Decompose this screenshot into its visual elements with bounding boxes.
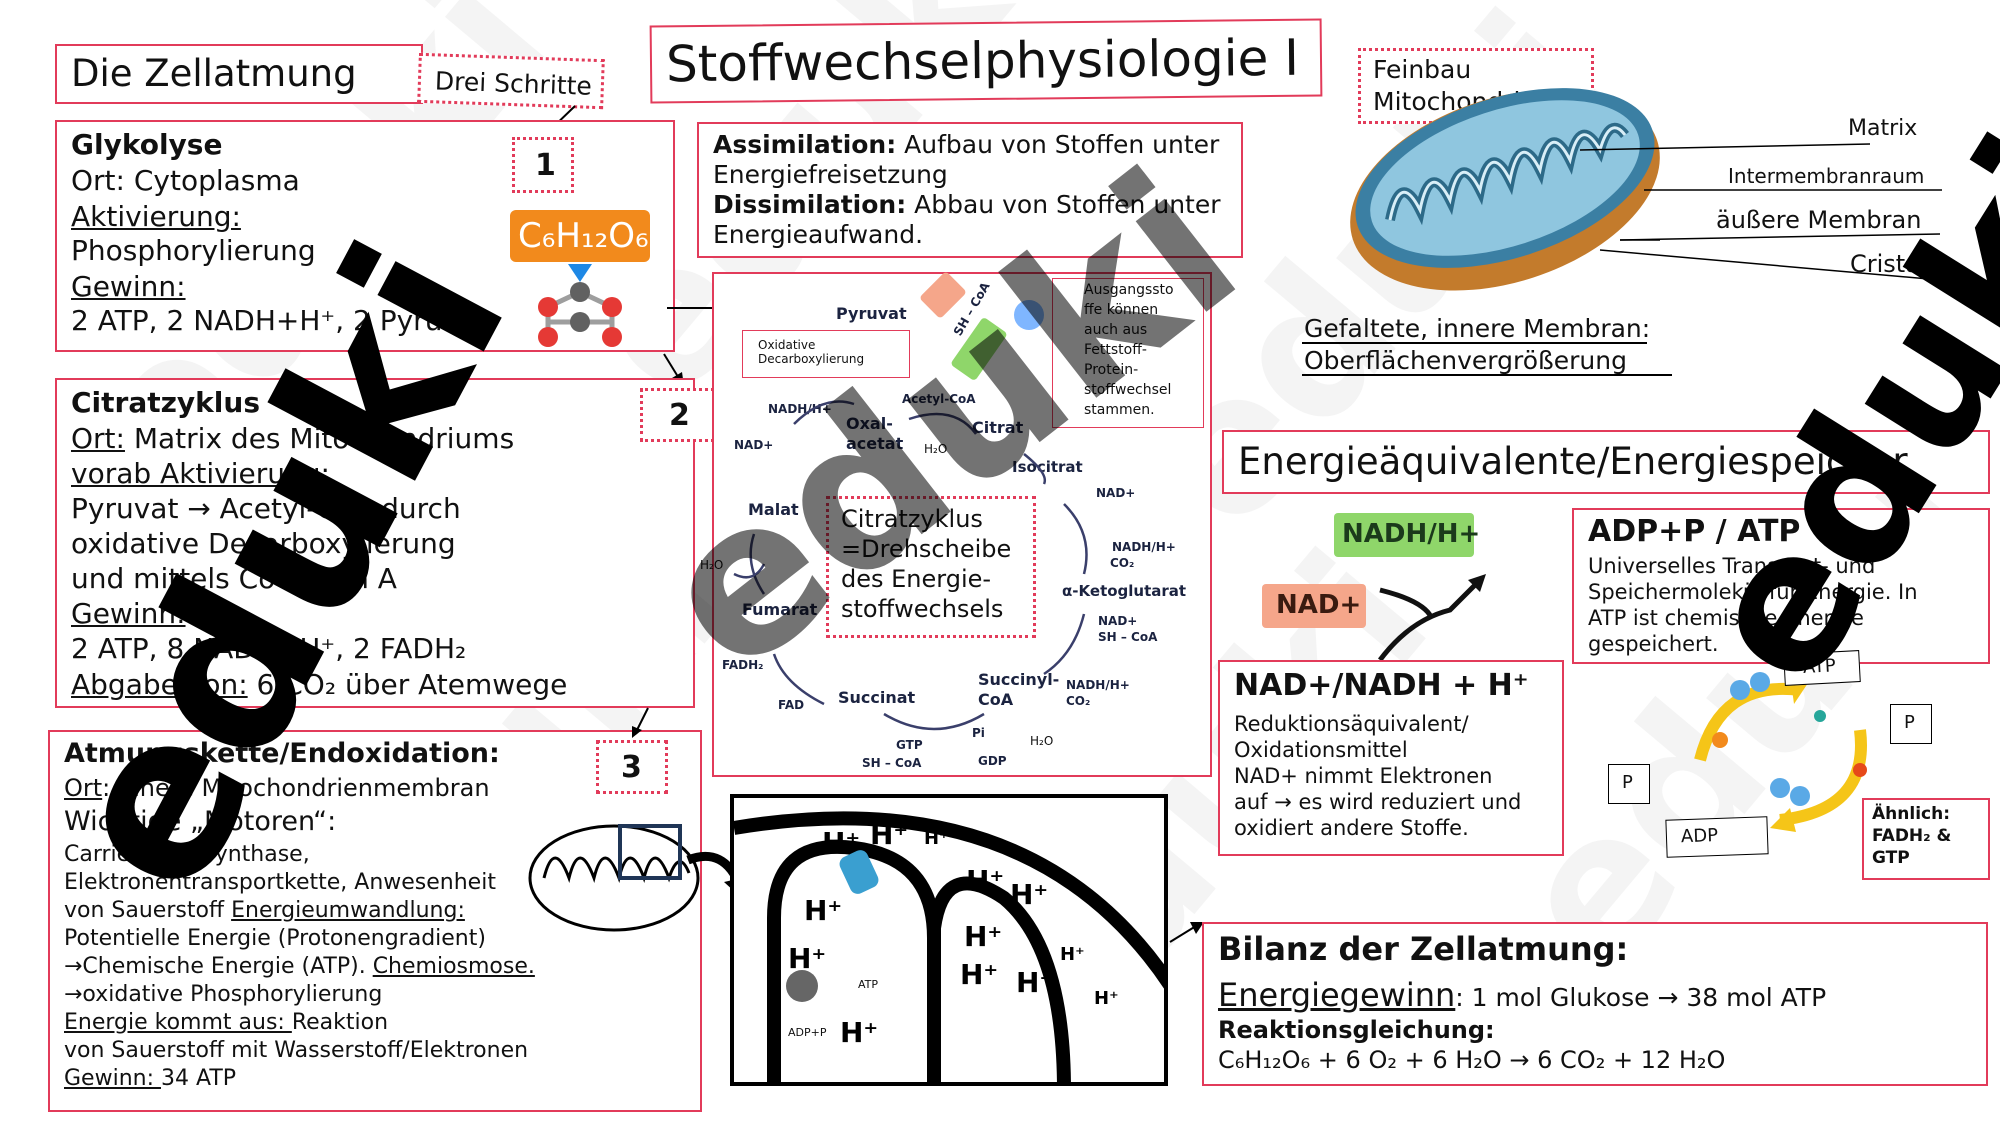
mito-sketch-icon (528, 824, 700, 932)
mitochondrion-illustration (1350, 88, 1660, 291)
cycle-center-label: Citratzyklus =Drehscheibe des Energie- s… (826, 496, 1036, 638)
step-1-badge: 1 (512, 137, 574, 193)
cristae-diagram: H⁺ H⁺ H⁺ H⁺ H⁺ H⁺ H⁺ H⁺ H⁺ H⁺ H⁺ H⁺ H⁺ A… (730, 794, 1168, 1086)
molecule-icon (538, 264, 622, 347)
arrow-icon (632, 707, 649, 738)
nadh-battery-icon: NADH/H+ (1334, 513, 1480, 557)
nad-battery-icon: NAD+ (1262, 584, 1366, 628)
atmungskette-box: Atmungskette/Endoxidation: Ort: innere M… (48, 730, 702, 1112)
aehnlich-box: Ähnlich: FADH₂ & GTP (1862, 798, 1990, 880)
step-2-badge: 2 (640, 388, 720, 442)
drei-schritte-label: Drei Schritte (417, 52, 605, 110)
atp-label: ATP (1783, 650, 1861, 686)
step-3-badge: 3 (596, 740, 668, 794)
glykolyse-heading: Glykolyse (71, 128, 223, 161)
arrow-icon (1169, 922, 1204, 943)
co2-badge (1014, 300, 1044, 330)
mito-label-lines (1579, 143, 1942, 281)
assimilation-box: Assimilation: Aufbau von Stoffen unter E… (697, 122, 1243, 258)
energie-title-box: Energieäquivalente/Energiespeicher (1222, 430, 1990, 494)
glucose-formula-badge: C₆H₁₂O₆ (510, 210, 650, 262)
redox-arrow-icon (1378, 574, 1486, 662)
section-title: Die Zellatmung (71, 52, 357, 95)
nad-box: NAD+/NADH + H⁺ Reduktionsäquivalent/ Oxi… (1218, 660, 1564, 856)
citratzyklus-heading: Citratzyklus (71, 386, 260, 419)
adp-box: ADP+P / ATP Universelles Transport- und … (1572, 508, 1990, 664)
p-label-left: P (1608, 764, 1650, 804)
section-title: Energieäquivalente/Energiespeicher (1238, 440, 1908, 483)
main-title-box: Stoffwechselphysiologie I (649, 18, 1323, 104)
cycle-arrows (733, 400, 1088, 731)
bilanz-box: Bilanz der Zellatmung: Energiegewinn: 1 … (1202, 922, 1988, 1086)
adp-label: ADP (1665, 816, 1769, 858)
p-label-right: P (1890, 704, 1932, 744)
page-title: Stoffwechselphysiologie I (665, 28, 1300, 94)
citratzyklus-box: Citratzyklus Ort: Matrix des Mitochondri… (55, 378, 695, 708)
zellatmung-title-box: Die Zellatmung (55, 44, 423, 104)
